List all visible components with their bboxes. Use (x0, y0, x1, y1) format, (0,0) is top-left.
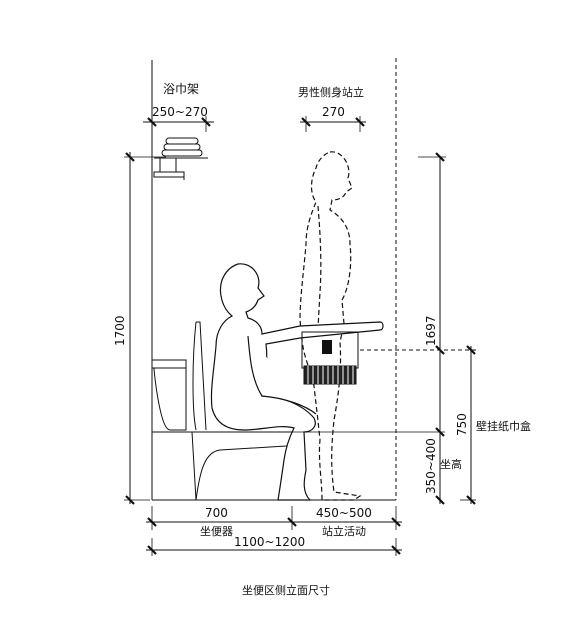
stand-dim-label: 450~500 (316, 506, 372, 520)
seat-height-label: 坐高 (440, 457, 462, 471)
height-1697-label: 1697 (424, 315, 438, 346)
towel-rack-label: 浴巾架 (163, 82, 199, 96)
diagram-caption: 坐便区侧立面尺寸 (242, 583, 330, 597)
height-750-dimension (460, 345, 476, 505)
horizontal-dimension-row-2 (146, 538, 402, 556)
standing-male-label: 男性侧身站立 (298, 85, 364, 99)
height-1697-dimension (418, 152, 446, 505)
standing-width-dimension (300, 116, 366, 132)
seat-range-label: 350~400 (424, 438, 438, 494)
toilet-label: 坐便器 (200, 525, 233, 538)
towel-rack-width-label: 250~270 (152, 105, 208, 119)
towel-rack-dimension (143, 116, 214, 132)
height-1700-label: 1700 (113, 315, 127, 346)
total-dim-label: 1100~1200 (234, 535, 305, 549)
tissue-box-label: 壁挂纸巾盒 (476, 419, 531, 433)
standing-width-label: 270 (322, 105, 345, 119)
seated-person (210, 263, 384, 501)
toilet-dim-label: 700 (205, 506, 228, 520)
horizontal-dimension-row-1 (146, 506, 402, 530)
height-1700-dimension (124, 152, 166, 505)
standing-person (299, 151, 362, 501)
stand-label: 站立活动 (322, 524, 366, 538)
tissue-box (301, 331, 359, 385)
height-750-label: 750 (455, 413, 469, 436)
towel-rack (153, 137, 208, 180)
